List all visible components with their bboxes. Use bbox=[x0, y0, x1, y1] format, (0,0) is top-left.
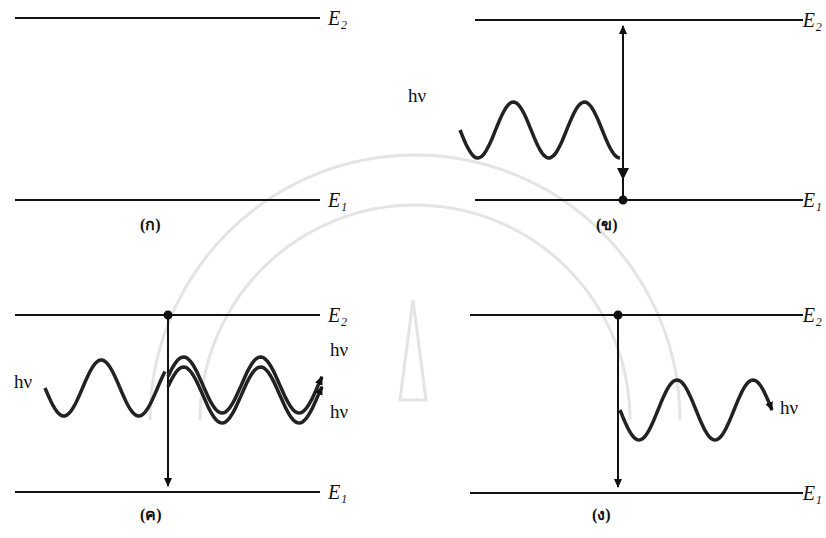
photon-waves bbox=[45, 102, 772, 440]
photon-wave bbox=[460, 102, 620, 158]
energy-levels bbox=[15, 18, 803, 493]
panel-label: (ก) bbox=[140, 217, 161, 233]
transition-arrows bbox=[165, 26, 627, 487]
photon-label: hν bbox=[780, 398, 798, 417]
panel-label: (ง) bbox=[592, 507, 611, 523]
energy-level-label: E₁ bbox=[803, 190, 822, 210]
photon-label: hν bbox=[330, 340, 348, 359]
energy-level-label: E₁ bbox=[803, 483, 822, 503]
energy-level-label: E₂ bbox=[328, 8, 347, 28]
photon-label: hν bbox=[408, 86, 426, 105]
energy-level-label: E₁ bbox=[328, 190, 347, 210]
photon-wave bbox=[168, 367, 322, 423]
panel-label: (ค) bbox=[140, 507, 162, 523]
energy-level-label: E₂ bbox=[803, 305, 822, 325]
photon-label: hν bbox=[330, 402, 348, 421]
photon-wave bbox=[620, 380, 772, 440]
photon-wave bbox=[45, 360, 165, 416]
seal-watermark bbox=[150, 155, 680, 420]
energy-level-label: E₁ bbox=[328, 482, 347, 502]
arrow-head bbox=[617, 168, 629, 180]
energy-level-label: E₂ bbox=[803, 10, 822, 30]
panel-label: (ข) bbox=[596, 217, 618, 233]
photon-label: hν bbox=[14, 372, 32, 391]
energy-level-label: E₂ bbox=[328, 305, 347, 325]
